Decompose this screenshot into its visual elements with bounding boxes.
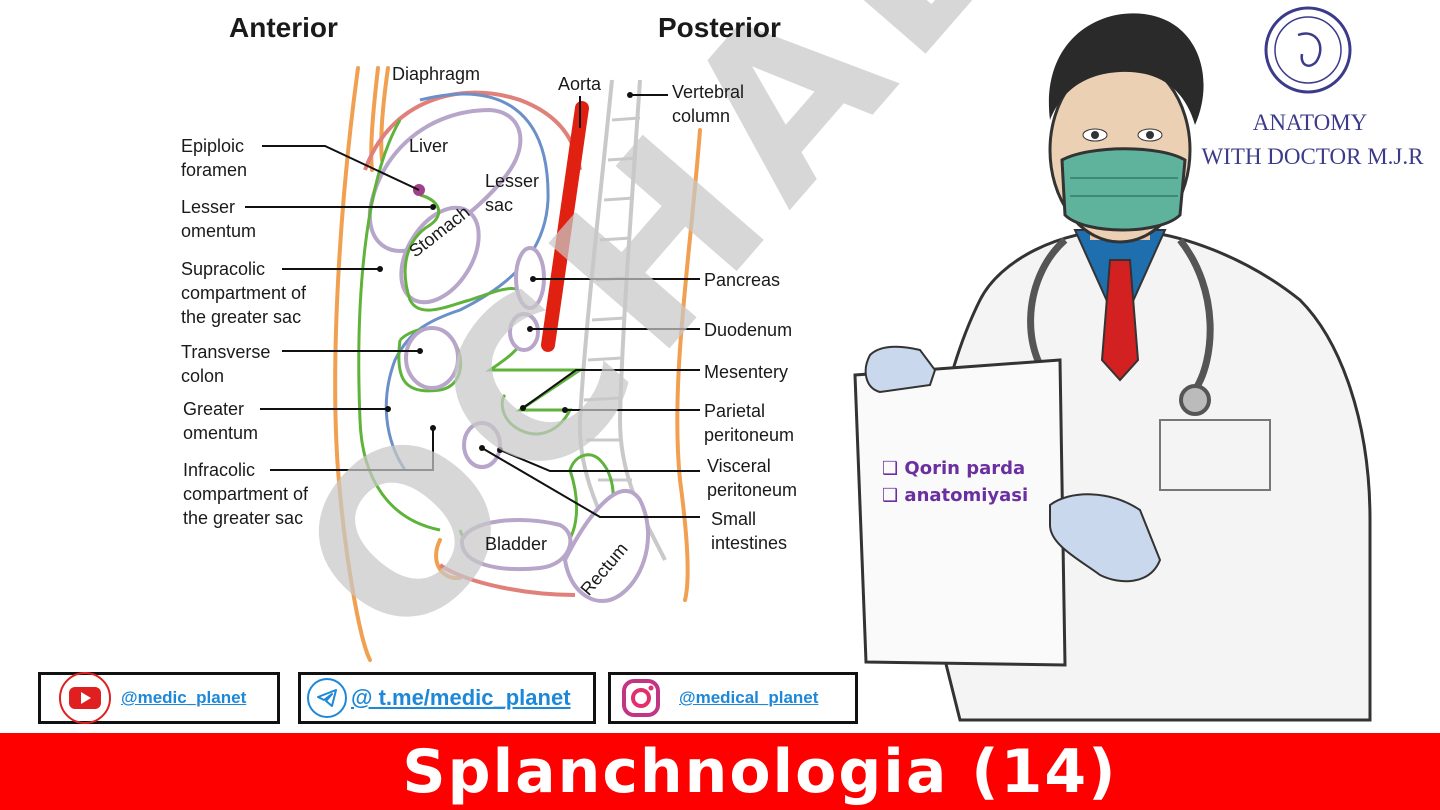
brand-line1: ANATOMY bbox=[1252, 110, 1368, 135]
label-duodenum: Duodenum bbox=[704, 320, 793, 340]
paper-sheet bbox=[853, 358, 1067, 667]
youtube-link[interactable]: @medic_planet bbox=[121, 688, 247, 707]
instagram-box[interactable]: @medical_planet bbox=[608, 672, 858, 724]
right-glove bbox=[1049, 493, 1162, 583]
instagram-icon bbox=[621, 678, 661, 718]
doctor-tie bbox=[1100, 259, 1140, 382]
posterior-heading: Posterior bbox=[658, 12, 781, 43]
anterior-heading: Anterior bbox=[229, 12, 338, 43]
label-liver: Liver bbox=[409, 136, 449, 156]
instagram-link[interactable]: @medical_planet bbox=[679, 688, 819, 707]
doctor-illustration bbox=[853, 13, 1372, 722]
telegram-icon bbox=[307, 678, 347, 718]
leader-lines bbox=[245, 94, 700, 518]
pelvic-floor bbox=[438, 563, 576, 597]
label-mesentery: Mesentery bbox=[704, 362, 789, 382]
label-aorta: Aorta bbox=[558, 74, 602, 94]
label-parietal-peritoneum: Parietal peritoneum bbox=[704, 401, 795, 445]
youtube-box[interactable]: @medic_planet bbox=[38, 672, 280, 724]
transverse-colon-organ bbox=[404, 326, 460, 390]
label-bladder: Bladder bbox=[485, 534, 548, 554]
doctor-hair bbox=[1048, 13, 1204, 125]
label-epiploic-foramen: Epiploic foramen bbox=[181, 136, 248, 180]
brand-line2: WITH DOCTOR M.J.R bbox=[1201, 144, 1424, 169]
banner-title: Splanchnologia (14) bbox=[402, 736, 1118, 807]
label-pancreas: Pancreas bbox=[704, 270, 781, 290]
aorta-vessel bbox=[541, 101, 589, 352]
title-banner: Splanchnologia (14) bbox=[0, 733, 1440, 810]
paper-line2: ❑ anatomiyasi bbox=[882, 485, 1028, 506]
brand-seal bbox=[1264, 6, 1352, 94]
youtube-icon bbox=[59, 672, 111, 724]
rectum-organ bbox=[562, 489, 650, 603]
leader-dots bbox=[377, 92, 633, 453]
paper-text-1: Qorin parda bbox=[904, 458, 1026, 479]
label-vertebral-column: Vertebral column bbox=[672, 82, 745, 126]
label-lesser-omentum: Lesser omentum bbox=[181, 197, 257, 241]
label-visceral-peritoneum: Visceral peritoneum bbox=[707, 456, 798, 500]
label-greater-omentum: Greater omentum bbox=[183, 399, 259, 443]
left-glove bbox=[864, 345, 937, 394]
checkbox-icon: ❑ bbox=[882, 458, 899, 479]
doctor-mask bbox=[1060, 147, 1187, 232]
label-small-intestines: Small intestines bbox=[711, 509, 788, 553]
telegram-link[interactable]: @ t.me/medic_planet bbox=[351, 685, 571, 710]
body-wall bbox=[333, 66, 702, 662]
label-supracolic: Supracolic compartment of the greater sa… bbox=[181, 259, 307, 327]
liver-organ bbox=[367, 107, 523, 253]
label-transverse-colon: Transverse colon bbox=[181, 342, 271, 386]
label-diaphragm: Diaphragm bbox=[392, 64, 481, 84]
paper-text-2: anatomiyasi bbox=[904, 485, 1029, 506]
paper-line1: ❑ Qorin parda bbox=[882, 458, 1025, 479]
duodenum-organ bbox=[508, 312, 540, 352]
label-infracolic: Infracolic compartment of the greater sa… bbox=[183, 460, 309, 528]
label-lesser-sac: Lesser sac bbox=[485, 171, 540, 215]
telegram-box[interactable]: @ t.me/medic_planet bbox=[298, 672, 596, 724]
diaphragm-line bbox=[363, 90, 582, 171]
checkbox-icon: ❑ bbox=[882, 485, 899, 506]
